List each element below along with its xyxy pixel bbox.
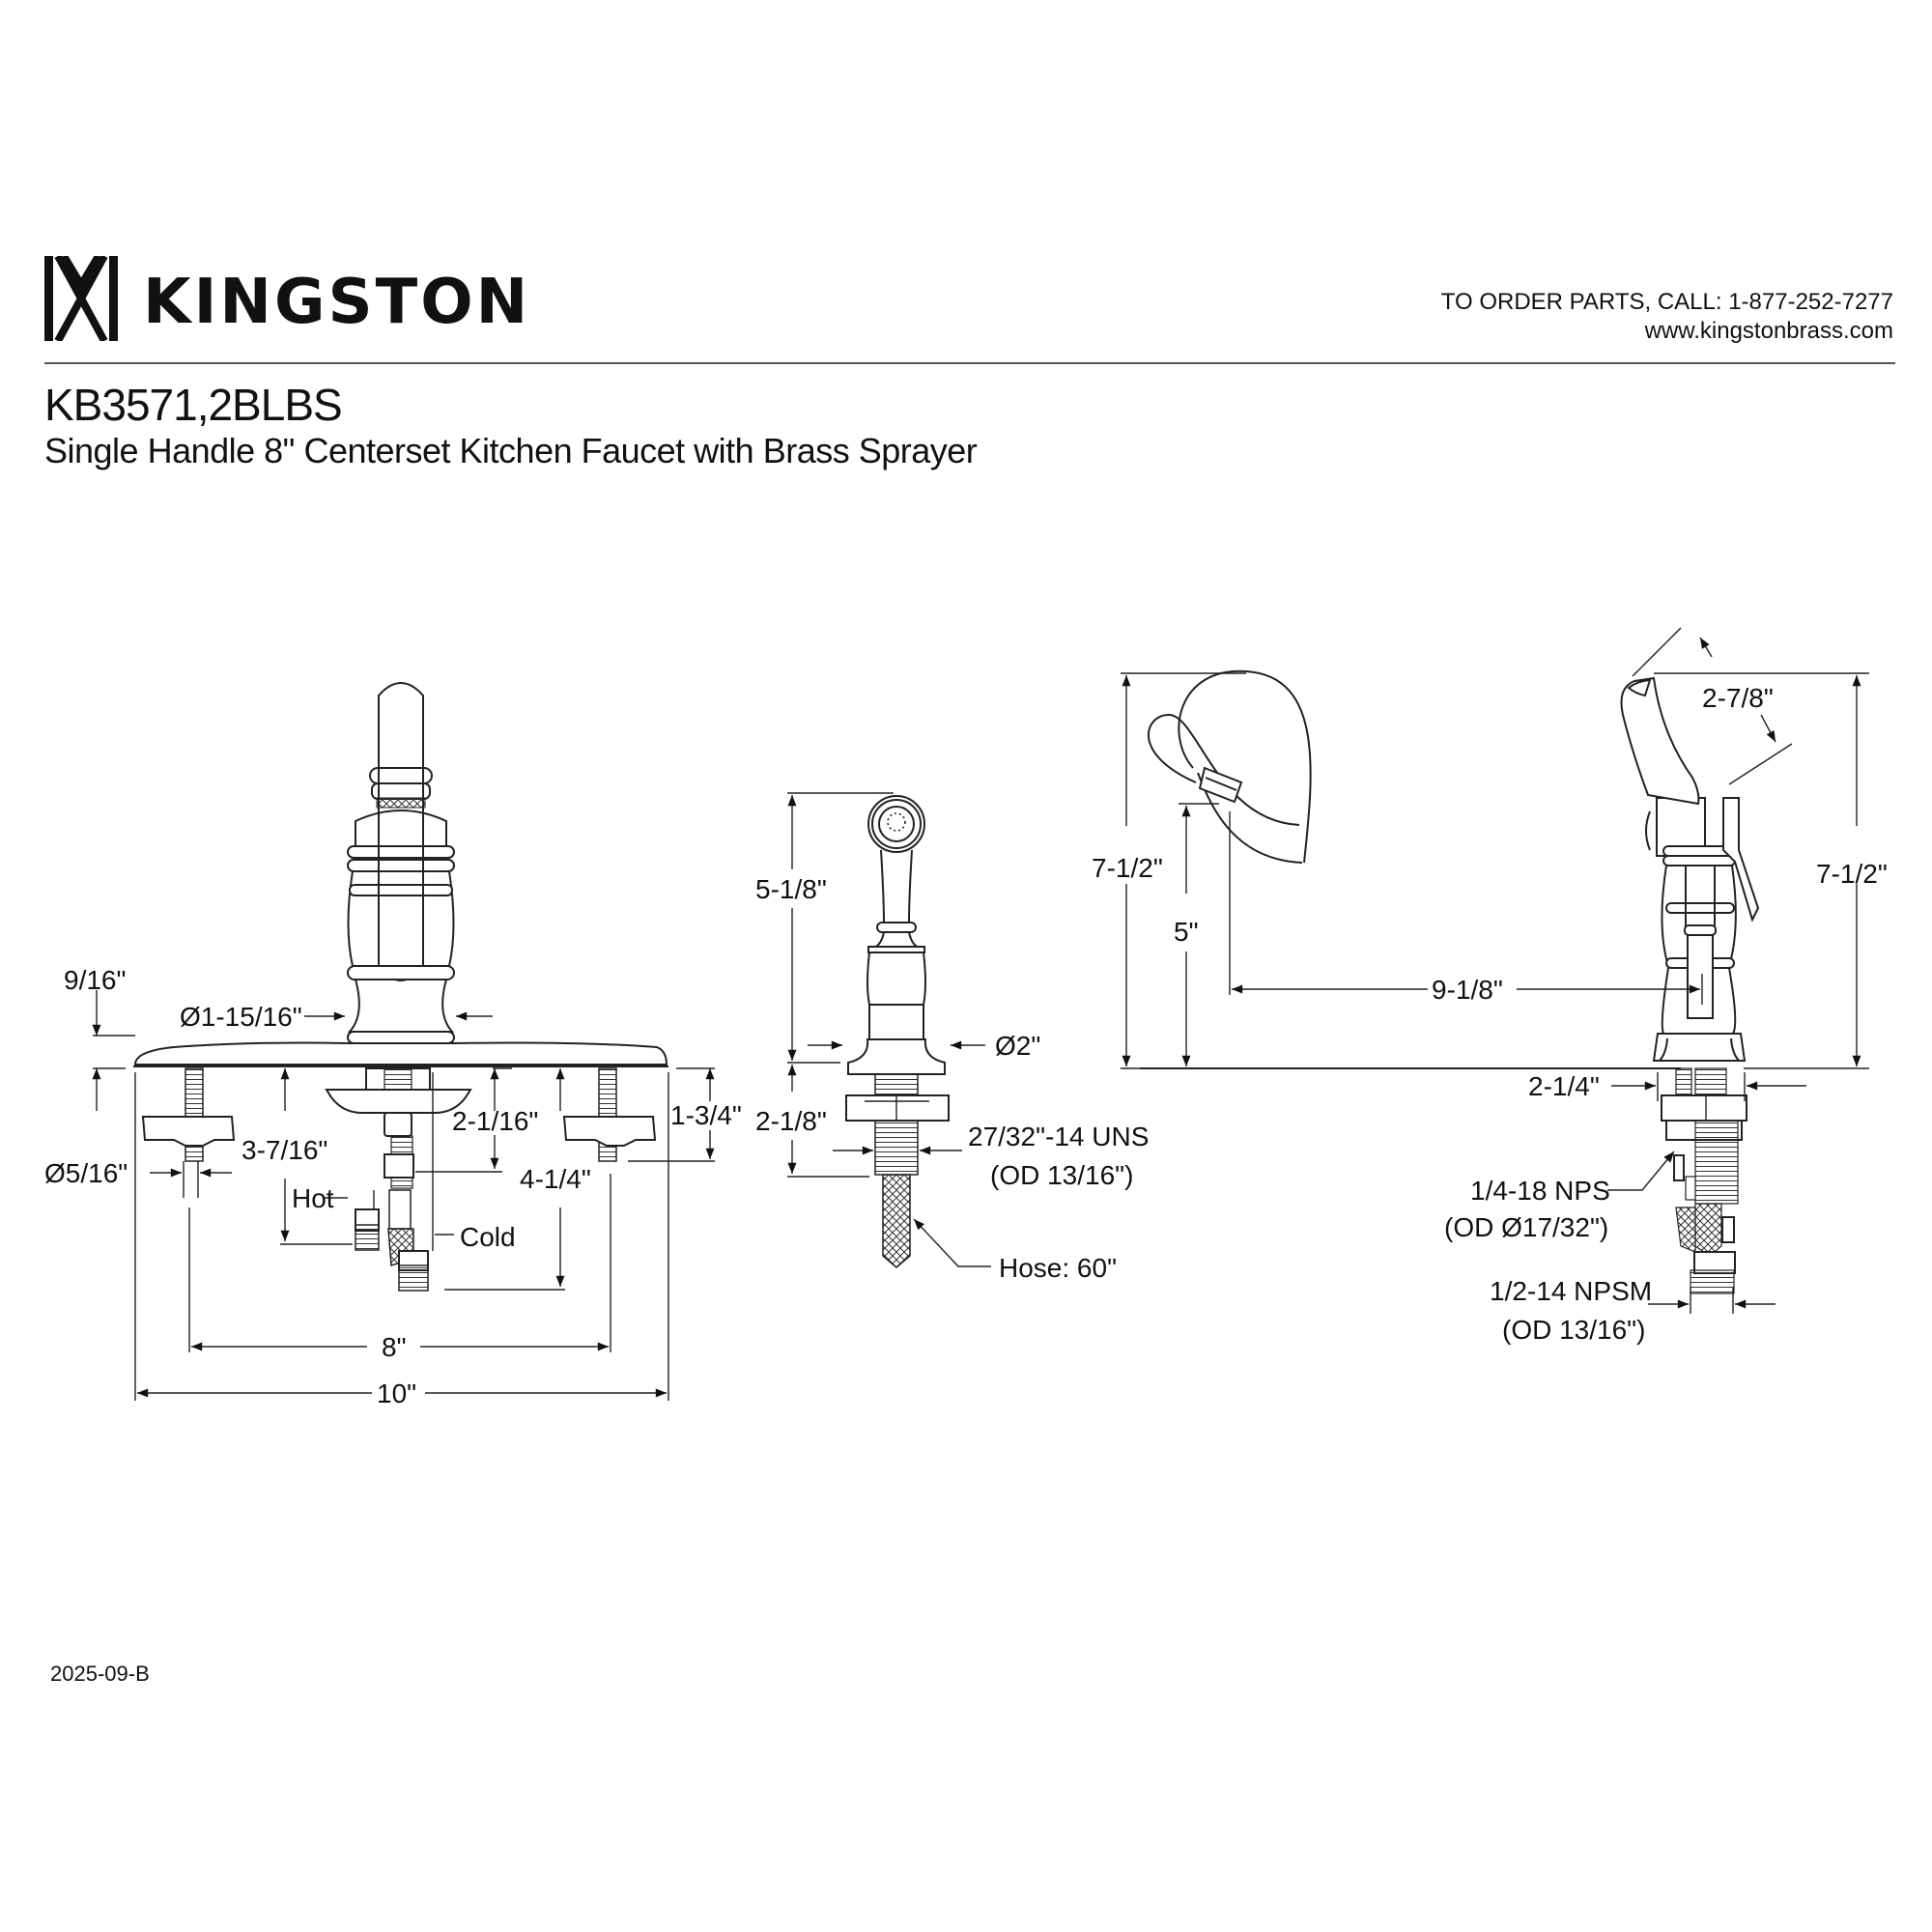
dim-overall-height: 7-1/2": [1092, 853, 1163, 883]
dim-sprayer-shank: 2-1/8": [755, 1106, 827, 1136]
front-view-faucet: [133, 682, 668, 1292]
dim-sprayer-base-diameter: Ø2": [995, 1031, 1040, 1061]
dim-hot-depth: 3-7/16": [242, 1135, 327, 1165]
dim-cold-depth: 4-1/4": [520, 1164, 591, 1194]
model-number: KB3571,2BLBS: [44, 380, 343, 430]
dim-centers: 8": [382, 1332, 407, 1362]
header-divider: [44, 362, 1895, 364]
dim-sprayer-height: 5-1/8": [755, 874, 827, 904]
dim-spout-clearance: 5": [1174, 917, 1199, 947]
website-link[interactable]: www.kingstonbrass.com: [1644, 318, 1893, 344]
sprayer-dimensions: 5-1/8" Ø2" 2-1/8" 27/32"-14 UNS (OD 13/1…: [755, 792, 1149, 1283]
dim-sprayer-port-thread: 1/4-18 NPS: [1470, 1176, 1610, 1206]
dim-overall-width: 10": [377, 1378, 416, 1408]
dim-shank-length: 2-1/16": [452, 1106, 538, 1136]
dim-bolt-length: 1-3/4": [670, 1100, 742, 1130]
label-cold: Cold: [460, 1222, 516, 1252]
order-parts-phone: TO ORDER PARTS, CALL: 1-877-252-7277: [1440, 289, 1893, 315]
kingston-logo-icon: [44, 256, 118, 341]
side-view-faucet: [1140, 669, 1760, 1294]
label-hot: Hot: [292, 1183, 334, 1213]
dim-bolt-diameter: Ø5/16": [44, 1158, 128, 1188]
dim-supply-thread: 1/2-14 NPSM: [1490, 1276, 1652, 1306]
front-view-dimensions: 9/16" Ø1-15/16" Ø5/16" 3-7/16" Hot Cold …: [44, 965, 742, 1408]
dim-sprayer-thread: 27/32"-14 UNS: [968, 1122, 1149, 1151]
sprayer-drawing: [845, 795, 950, 1268]
dim-spout-reach: 9-1/8": [1432, 975, 1503, 1005]
revision-code: 2025-09-B: [50, 1662, 150, 1686]
product-description: Single Handle 8" Centerset Kitchen Fauce…: [44, 431, 978, 470]
dim-sprayer-thread-od: (OD 13/16"): [990, 1160, 1133, 1190]
brand-name: KINGSTON: [143, 267, 531, 338]
dim-supply-thread-od: (OD 13/16"): [1502, 1315, 1645, 1345]
dim-handle-length: 2-7/8": [1702, 683, 1774, 713]
dim-deck-thickness: 9/16": [64, 965, 126, 995]
dim-base-diameter: Ø1-15/16": [180, 1002, 302, 1032]
dim-base-width: 2-1/4": [1528, 1071, 1600, 1101]
label-hose-length: Hose: 60": [999, 1253, 1117, 1283]
dim-handle-height: 7-1/2": [1816, 859, 1888, 889]
spout: [378, 682, 424, 981]
side-view-dimensions: 7-1/2" 5" 9-1/8" 2-7/8" 7-1/2" 2-1/4" 1/…: [1092, 627, 1888, 1345]
dim-sprayer-port-od: (OD Ø17/32"): [1444, 1212, 1608, 1242]
contact-info: TO ORDER PARTS, CALL: 1-877-252-7277 www…: [1441, 288, 1893, 346]
